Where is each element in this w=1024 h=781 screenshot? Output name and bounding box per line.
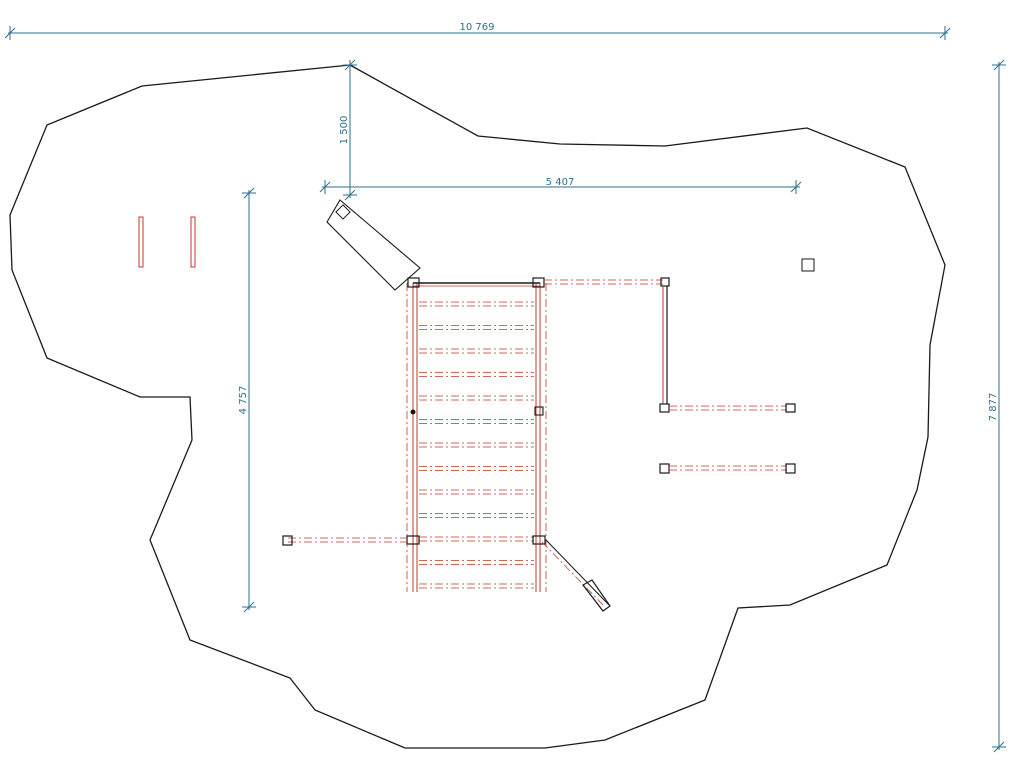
anchor-dot (410, 409, 416, 415)
left-poles (138, 216, 196, 268)
post (532, 277, 545, 288)
post (406, 535, 420, 545)
left-arm-beam (282, 535, 410, 546)
post (532, 535, 546, 545)
post (534, 406, 544, 416)
ladder-rungs (419, 301, 534, 589)
dimension-label-overall-width: 10 769 (460, 22, 495, 33)
post (407, 277, 420, 288)
dimension-label-offset-height: 1 500 (339, 116, 350, 145)
slide-element (326, 199, 421, 291)
dimension-overall-height (992, 59, 1006, 753)
dimension-overall-width (4, 26, 951, 40)
diagonal-element (541, 539, 611, 612)
ladder-structure (406, 277, 547, 592)
top-right-beam (544, 277, 670, 404)
dimension-label-overall-height: 7 877 (988, 393, 999, 422)
right-arm-beams (659, 403, 796, 474)
dimension-offset-width (319, 180, 802, 194)
marker-square (801, 258, 815, 272)
dimension-label-offset-width: 5 407 (546, 177, 575, 188)
site-boundary (9, 64, 946, 749)
dimension-structure-height (242, 187, 256, 613)
dimension-offset-height (343, 59, 357, 201)
dimension-label-structure-height: 4 757 (238, 386, 249, 415)
